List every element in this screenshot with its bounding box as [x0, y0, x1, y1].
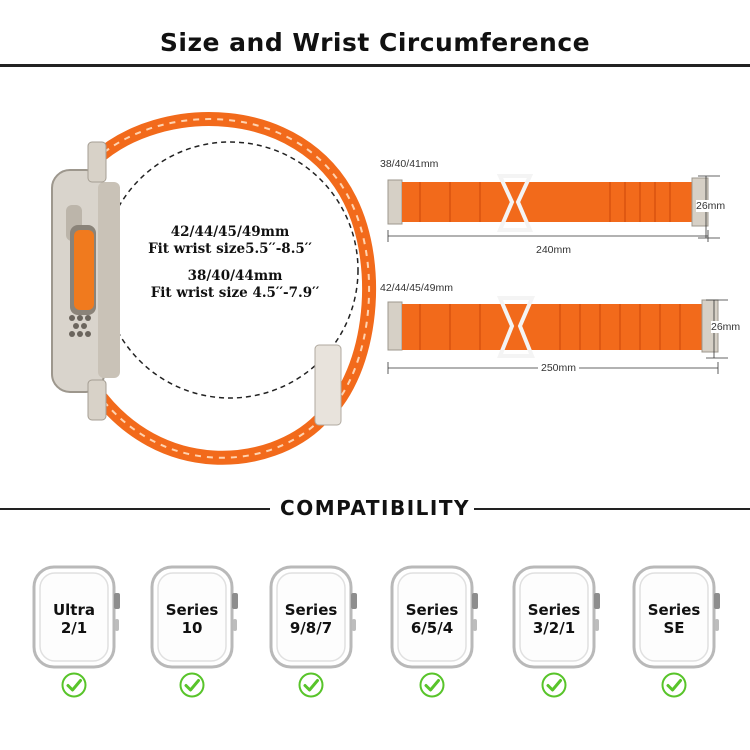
wrist-size-large-sizes: 42/44/45/49mm	[170, 224, 290, 240]
check-circle-icon	[419, 672, 445, 698]
band-small-size-label: 38/40/41mm	[380, 158, 439, 170]
wrist-size-large-fit: Fit wrist size5.5′′-8.5′′	[148, 241, 312, 257]
compat-watch-line1: Ultra	[52, 601, 95, 619]
check-circle-icon	[298, 672, 324, 698]
wrist-size-small-fit: Fit wrist size 4.5′′-7.9′′	[150, 285, 320, 301]
wrist-size-large: 42/44/45/49mm Fit wrist size5.5′′-8.5′′	[130, 224, 330, 258]
title-divider	[0, 64, 750, 67]
watch-outline-icon	[150, 565, 238, 669]
check-circle-icon	[661, 672, 687, 698]
compat-watch-line2: 10	[181, 619, 203, 637]
band-large-length: 250mm	[538, 362, 580, 374]
band-small-illustration	[387, 174, 709, 242]
band-large-width: 26mm	[711, 321, 741, 333]
band-small-width: 26mm	[696, 200, 726, 212]
check-circle-icon	[61, 672, 87, 698]
watch-outline-icon	[390, 565, 478, 669]
watch-outline-icon	[512, 565, 600, 669]
watch-outline-icon	[269, 565, 357, 669]
watch-outline-icon	[632, 565, 720, 669]
compat-watch-line1: Series	[647, 601, 701, 619]
wrist-size-small: 38/40/44mm Fit wrist size 4.5′′-7.9′′	[135, 268, 335, 302]
compatibility-heading: COMPATIBILITY	[280, 496, 470, 520]
check-circle-icon	[179, 672, 205, 698]
page-title: Size and Wrist Circumference	[159, 28, 591, 57]
watch-outline-icon	[32, 565, 120, 669]
wrist-size-small-sizes: 38/40/44mm	[187, 268, 283, 284]
compat-watch-line1: Series	[527, 601, 581, 619]
compat-watch-line2: 3/2/1	[532, 619, 576, 637]
compat-rule-left	[0, 508, 270, 510]
check-circle-icon	[541, 672, 567, 698]
compat-watch-line2: SE	[663, 619, 685, 637]
compat-watch-line1: Series	[165, 601, 219, 619]
compat-watch-line1: Series	[284, 601, 338, 619]
compat-watch-line2: 6/5/4	[410, 619, 454, 637]
band-large-size-label: 42/44/45/49mm	[380, 282, 453, 294]
watch-band-illustration	[51, 112, 377, 465]
compat-rule-right	[474, 508, 750, 510]
compat-watch-line1: Series	[405, 601, 459, 619]
compat-watch-line2: 9/8/7	[289, 619, 333, 637]
compat-watch-line2: 2/1	[60, 619, 88, 637]
band-small-length: 240mm	[533, 244, 575, 256]
